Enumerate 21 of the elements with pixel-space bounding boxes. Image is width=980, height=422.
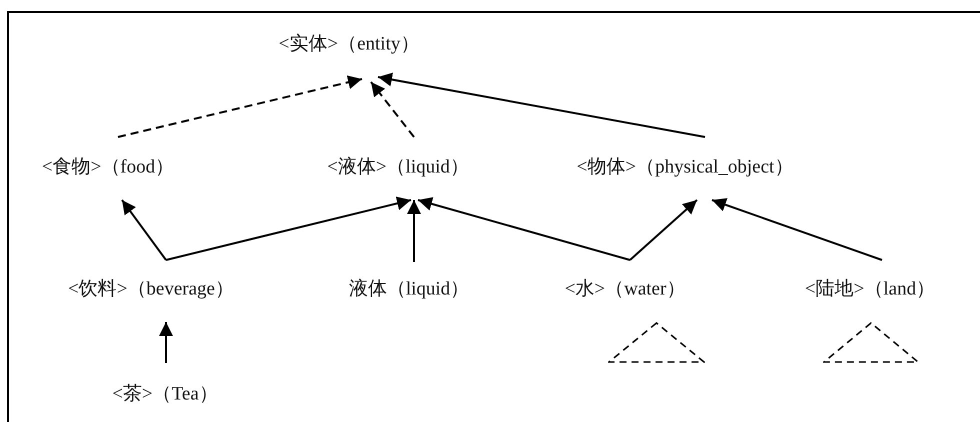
arrow bbox=[121, 199, 167, 261]
concept-label: <物体>（physical_object） bbox=[576, 158, 794, 178]
concept-label: <水>（water） bbox=[564, 280, 686, 300]
subtree-triangle bbox=[823, 322, 919, 363]
arrow bbox=[629, 199, 698, 261]
concept-label: <实体>（entity） bbox=[278, 34, 420, 56]
arrow bbox=[166, 196, 412, 261]
concept-label: <液体>（liquid） bbox=[327, 158, 469, 178]
concept-label: <茶>（Tea） bbox=[112, 384, 218, 406]
concept-label: <陆地>（land） bbox=[804, 280, 936, 300]
subtree-triangle bbox=[608, 322, 705, 363]
arrow bbox=[378, 72, 706, 138]
arrow bbox=[407, 200, 421, 262]
arrow bbox=[418, 197, 630, 261]
arrow bbox=[712, 198, 882, 261]
arrow bbox=[370, 81, 415, 138]
arrow bbox=[118, 75, 362, 138]
concept-label: 液体（liquid） bbox=[348, 280, 470, 300]
concept-label: <饮料>（beverage） bbox=[68, 280, 234, 300]
concept-label: <食物>（food） bbox=[42, 158, 174, 178]
arrow bbox=[159, 322, 173, 363]
